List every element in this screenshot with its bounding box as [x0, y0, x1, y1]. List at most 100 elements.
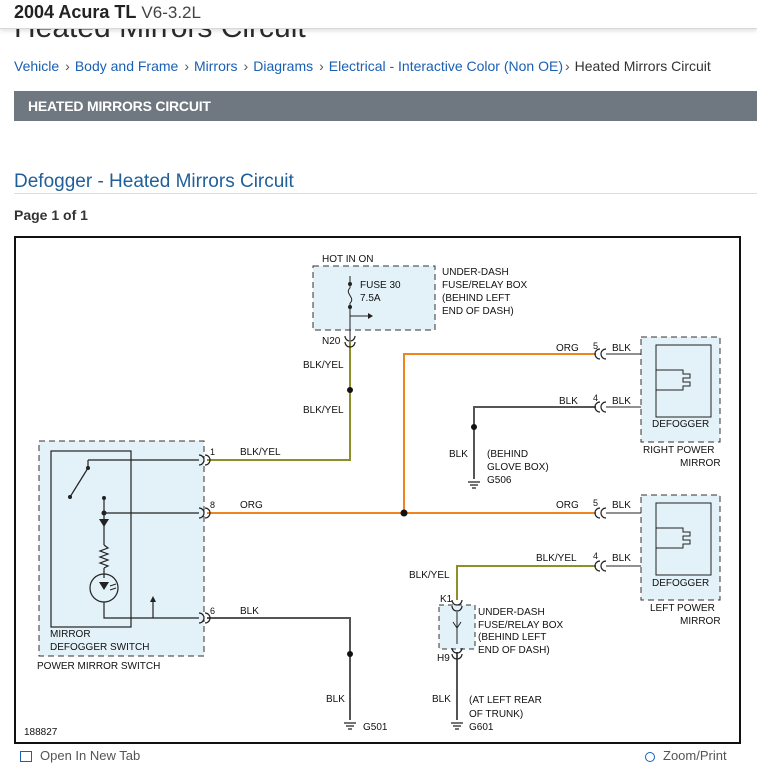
wire-blk-right-to-g506: [473, 406, 596, 479]
left-defogger-element: [655, 502, 712, 576]
arrow-up-icon: [150, 596, 156, 602]
label-right-mirror-1: RIGHT POWER: [643, 445, 714, 456]
breadcrumb-diagrams[interactable]: Diagrams: [253, 58, 314, 74]
label-relay-top-2: FUSE/RELAY BOX: [442, 280, 528, 291]
label-blk-g501: BLK: [326, 694, 345, 705]
label-g601: G601: [469, 722, 494, 733]
ground-icon: [344, 722, 356, 730]
label-blk-r1: BLK: [612, 343, 631, 354]
zoom-print-label: Zoom/Print: [663, 748, 727, 763]
breadcrumb-electrical[interactable]: Electrical - Interactive Color (Non OE): [328, 58, 563, 74]
wire-blk-yel-fuse-to-switch: [207, 342, 351, 461]
label-n20: N20: [322, 336, 341, 347]
arrow-right-icon: [368, 313, 373, 319]
label-pin6: 6: [210, 606, 215, 616]
right-defogger-heater-icon: [656, 369, 691, 391]
label-g506: G506: [487, 475, 512, 486]
label-blk-yel-l: BLK/YEL: [536, 553, 577, 564]
fuse-icon: [347, 287, 353, 304]
label-glove-1: (BEHIND: [487, 449, 528, 460]
label-defogger-left: DEFOGGER: [652, 578, 709, 589]
connector-icon: [451, 599, 463, 612]
label-blk-l1: BLK: [612, 500, 631, 511]
ground-icon: [468, 481, 480, 489]
label-fuse: FUSE 30: [360, 280, 401, 291]
label-g501: G501: [363, 722, 388, 733]
chevron-right-icon: ›: [564, 58, 570, 74]
splice-icon: [471, 424, 477, 430]
label-pin1: 1: [210, 447, 215, 457]
label-hot-in-on: HOT IN ON: [322, 254, 373, 265]
splice-icon: [347, 651, 353, 657]
connector-icon: [594, 560, 607, 572]
connector-icon: [198, 507, 211, 519]
fuse-box-top: [312, 265, 436, 331]
left-defogger-heater-icon: [656, 527, 691, 549]
label-right-mirror-2: MIRROR: [680, 458, 721, 469]
label-diagram-number: 188827: [24, 727, 58, 738]
label-power-mirror-switch: POWER MIRROR SWITCH: [37, 661, 160, 672]
wire-org-to-right-mirror: [403, 353, 596, 513]
label-relay-top-1: UNDER-DASH: [442, 267, 509, 278]
open-new-tab-link[interactable]: Open In New Tab: [20, 748, 140, 763]
right-defogger-element: [655, 344, 712, 418]
label-relay-bot-3: (BEHIND LEFT: [478, 632, 546, 643]
wire-blk-switch-to-g501: [207, 617, 351, 720]
label-h9: H9: [437, 653, 450, 664]
label-relay-bot-2: FUSE/RELAY BOX: [478, 620, 564, 631]
label-left-mirror-1: LEFT POWER: [650, 603, 715, 614]
label-blk-yel-a: BLK/YEL: [303, 360, 344, 371]
connector-icon: [198, 612, 211, 624]
vehicle-engine: V6-3.2L: [141, 3, 201, 22]
connector-icon: [344, 335, 356, 348]
switch-internals: [69, 459, 199, 619]
label-sw-org: ORG: [240, 500, 263, 511]
splice-icon: [347, 387, 353, 393]
splice-icon: [400, 509, 408, 517]
section-header: HEATED MIRRORS CIRCUIT: [14, 91, 757, 121]
chevron-right-icon: ›: [243, 58, 249, 74]
arrow-down-icon: [452, 621, 462, 629]
breadcrumb-body-frame[interactable]: Body and Frame: [74, 58, 179, 74]
page-indicator: Page 1 of 1: [14, 207, 88, 223]
breadcrumb-current: Heated Mirrors Circuit: [574, 58, 711, 74]
label-g601-loc-2: OF TRUNK): [469, 709, 523, 720]
chevron-right-icon: ›: [65, 58, 70, 74]
label-relay-bot-1: UNDER-DASH: [478, 607, 545, 618]
connector-icon: [198, 454, 211, 466]
label-blk-glove: BLK: [449, 449, 468, 460]
breadcrumb-mirrors[interactable]: Mirrors: [194, 58, 238, 74]
subtitle-divider: [14, 193, 757, 194]
label-relay-top-4: END OF DASH): [442, 306, 514, 317]
label-sw-blk: BLK: [240, 606, 259, 617]
zoom-print-link[interactable]: Zoom/Print: [645, 748, 727, 763]
label-pin4-bot: 4: [593, 551, 598, 561]
breadcrumb-vehicle[interactable]: Vehicle: [14, 58, 60, 74]
label-pin5-bot: 5: [593, 498, 598, 508]
defogger-switch-box: [50, 450, 132, 628]
label-mirror-defogger-1: MIRROR: [50, 629, 91, 640]
label-blk-yel-b: BLK/YEL: [303, 405, 344, 416]
vehicle-title: 2004 Acura TL V6-3.2L: [14, 1, 201, 24]
label-org-mid: ORG: [556, 500, 579, 511]
label-defogger-right: DEFOGGER: [652, 419, 709, 430]
breadcrumb: Vehicle›Body and Frame›Mirrors›Diagrams›…: [14, 57, 711, 75]
label-blk-l2: BLK: [612, 553, 631, 564]
section-title: HEATED MIRRORS CIRCUIT: [28, 98, 211, 114]
open-new-tab-label: Open In New Tab: [40, 748, 141, 763]
wire-blk-yel-k1-to-left-mirror: [456, 565, 596, 600]
label-blk-g601: BLK: [432, 694, 451, 705]
ground-icon: [451, 722, 463, 730]
label-org-top: ORG: [556, 343, 579, 354]
chevron-right-icon: ›: [184, 58, 189, 74]
label-sw-blk-yel: BLK/YEL: [240, 447, 281, 458]
connector-icon: [594, 507, 607, 519]
connector-icon: [594, 348, 607, 360]
label-k1: K1: [440, 594, 453, 605]
diagram-subtitle: Defogger - Heated Mirrors Circuit: [14, 171, 294, 192]
label-blk-r2b: BLK: [612, 396, 631, 407]
diode-icon: [99, 519, 109, 527]
label-left-mirror-2: MIRROR: [680, 616, 721, 627]
label-pin8: 8: [210, 500, 215, 510]
